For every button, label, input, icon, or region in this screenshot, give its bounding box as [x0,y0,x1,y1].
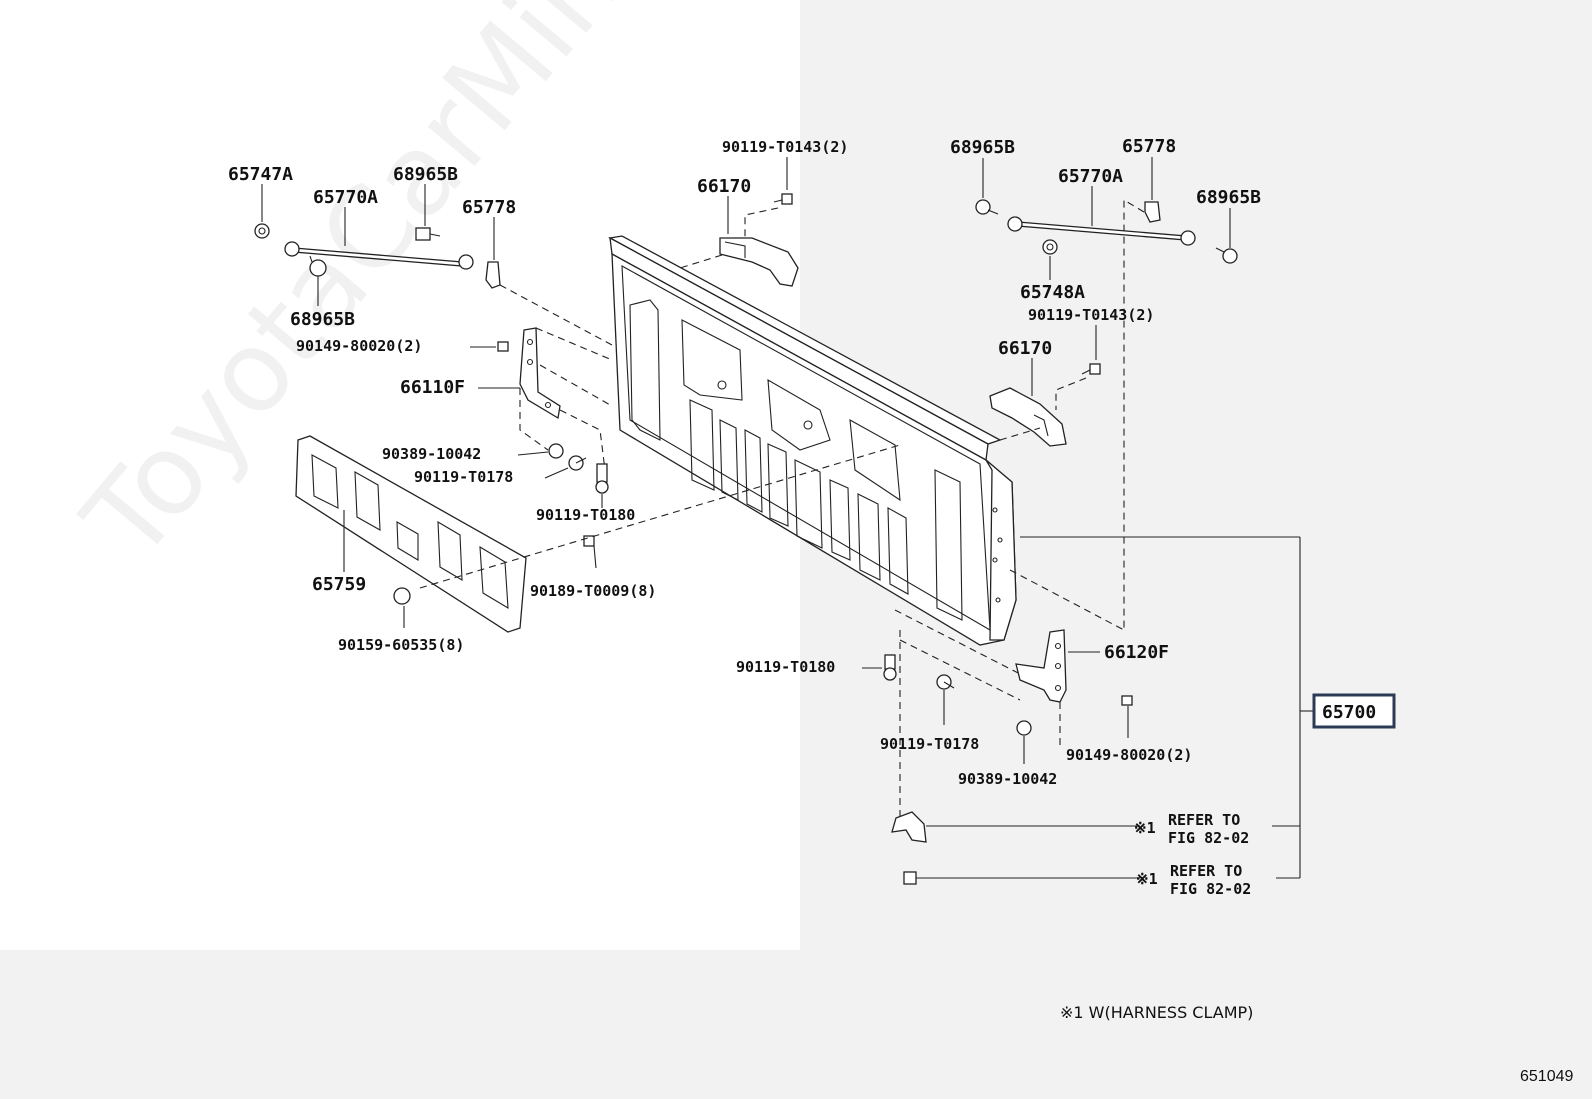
label-65778-right: 65778 [1122,136,1176,157]
label-65759: 65759 [312,574,366,595]
bolt-90149-80020-left[interactable] [497,341,509,352]
screw-90159-60535[interactable] [393,587,411,605]
bolt-68965b-right-upper[interactable] [975,199,999,215]
label-66110f: 66110F [400,377,465,398]
label-66120f: 66120F [1104,642,1169,663]
figure-number: 651049 [1520,1068,1574,1085]
handle-66170-right[interactable] [989,387,1067,447]
label-65770a-right: 65770A [1058,166,1123,187]
label-90119-t0143-right: 90119-T0143(2) [1028,306,1154,324]
bracket-65778-right[interactable] [1144,201,1161,223]
label-68965b-left-1: 68965B [393,164,458,185]
refer1-line2: FIG 82-02 [1168,829,1249,847]
harness-clamp-1[interactable] [891,811,927,843]
label-90389-10042-left: 90389-10042 [382,445,481,463]
refer1-mark: ※1 [1134,819,1156,837]
clip-65747a-left[interactable] [254,223,270,239]
label-66170-top: 66170 [697,176,751,197]
label-65770a-left: 65770A [313,187,378,208]
bolt-90119-t0143-top[interactable] [773,193,793,205]
footnote-harness-clamp: ※1 W(HARNESS CLAMP) [1060,1003,1254,1022]
label-65748a: 65748A [1020,282,1085,303]
nut-90389-10042-left[interactable] [548,443,564,459]
cable-65770a-left[interactable] [284,241,474,270]
label-90159-60535: 90159-60535(8) [338,636,464,654]
label-90119-t0180-right: 90119-T0180 [736,658,835,676]
hinge-66110f[interactable] [519,327,561,420]
bracket-65778-left[interactable] [485,261,501,289]
label-90149-80020-right: 90149-80020(2) [1066,746,1192,764]
label-90119-t0178-left: 90119-T0178 [414,468,513,486]
label-90119-t0180-left: 90119-T0180 [536,506,635,524]
label-90119-t0143-top: 90119-T0143(2) [722,138,848,156]
tailgate-panel[interactable] [608,235,1017,646]
bolt-90149-80020-right[interactable] [1121,695,1133,706]
hinge-66120f[interactable] [1015,629,1067,703]
bolt-90119-t0143-right[interactable] [1081,363,1101,375]
label-90119-t0178-right: 90119-T0178 [880,735,979,753]
label-90389-10042-right: 90389-10042 [958,770,1057,788]
refer2-mark: ※1 [1136,870,1158,888]
label-90149-80020-left: 90149-80020(2) [296,337,422,355]
diagram-background [0,0,800,950]
label-65700: 65700 [1322,702,1376,723]
label-90189-t0009: 90189-T0009(8) [530,582,656,600]
inner-panel-65759[interactable] [295,435,527,633]
refer2-line2: FIG 82-02 [1170,880,1251,898]
label-68965b-right-2: 68965B [1196,187,1261,208]
bolt-68965b-left-upper[interactable] [415,227,441,241]
harness-clamp-2[interactable] [903,871,917,885]
label-65747a: 65747A [228,164,293,185]
nut-90389-10042-right[interactable] [1016,720,1032,736]
refer1-line1: REFER TO [1168,811,1240,829]
clip-65748a[interactable] [1042,239,1058,255]
bolt-90119-t0180-right[interactable] [883,654,897,681]
bolt-90119-t0178-right[interactable] [936,674,955,690]
handle-66170-top[interactable] [719,237,799,287]
label-65778-left: 65778 [462,197,516,218]
label-66170-right: 66170 [998,338,1052,359]
bolt-90119-t0178-left[interactable] [568,455,587,471]
bolt-90119-t0180-left[interactable] [595,463,609,494]
bolt-68965b-right-lower[interactable] [1215,247,1238,264]
clip-90189-t0009[interactable] [583,535,595,547]
bolt-68965b-left-lower[interactable] [309,255,327,277]
part-number-box-65700[interactable] [1312,693,1396,729]
refer2-line1: REFER TO [1170,862,1242,880]
label-68965b-left-2: 68965B [290,309,355,330]
label-68965b-right-1: 68965B [950,137,1015,158]
cable-65770a-right[interactable] [1007,216,1196,246]
